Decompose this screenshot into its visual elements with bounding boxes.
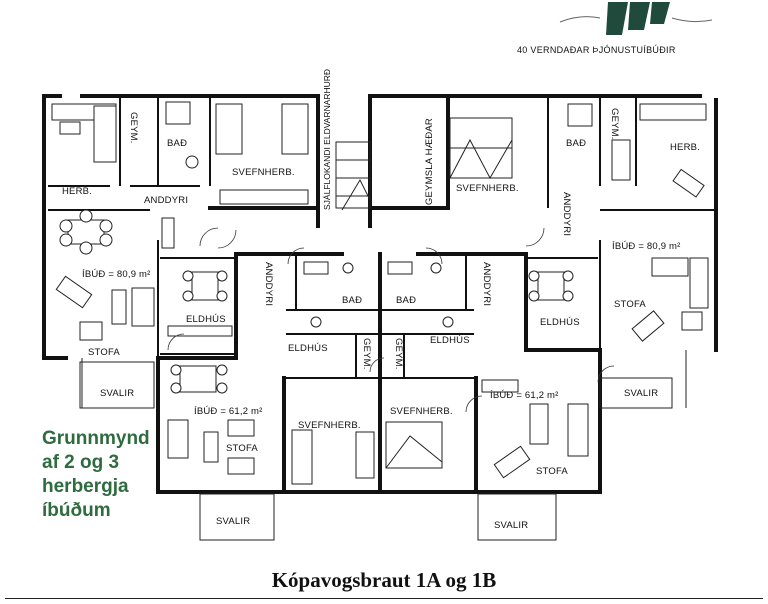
stairs-right (449, 117, 513, 180)
room-label-eldhus-center-right: ELDHÚS (430, 335, 470, 346)
legend-line-2: af 2 og 3 (42, 452, 119, 473)
brand-text: 40 VERNDAÐAR ÞJÓNUSTUÍBÚÐIR (517, 45, 676, 55)
room-label-eldhus-left: ELDHÚS (186, 314, 226, 325)
caption-divider (5, 598, 763, 599)
room-label-svalir-right-mid: SVALIR (624, 388, 658, 399)
legend-line-1: Grunnmynd (42, 428, 150, 449)
legend: Grunnmynd af 2 og 3 herbergja íbúðum (42, 428, 150, 521)
balconies (79, 350, 687, 541)
corridor-label: SJÁLFLOKANDI ELDVARNARHURÐ (322, 69, 332, 210)
room-label-ibud-left-bottom: ÍBÚÐ = 61,2 m² (194, 406, 263, 417)
room-label-svefnherb-center-right: SVEFNHERB. (390, 406, 453, 417)
room-label-anddyri-center-left: ANDDYRI (263, 262, 274, 306)
room-label-eldhus-center-left: ELDHÚS (288, 343, 328, 354)
room-label-herb-left: HERB. (62, 186, 92, 197)
room-label-geym-center-left: GEYM. (361, 338, 372, 370)
room-label-geym-center-right: GEYM. (393, 338, 404, 370)
room-label-svefnherb-right-top: SVEFNHERB. (456, 183, 519, 194)
room-label-stofa-center-right: STOFA (536, 466, 568, 477)
brand-logo (559, 2, 713, 35)
room-label-geym-right-top: GEYM. (609, 108, 620, 140)
room-label-svefnherb-center-left: SVEFNHERB. (298, 420, 361, 431)
door-swings (167, 227, 615, 413)
room-label-stofa-left: STOFA (88, 347, 120, 358)
stairs-bottom (385, 421, 443, 469)
room-label-geym-left: GEYM. (128, 112, 139, 144)
page-caption: Kópavogsbraut 1A og 1B (271, 568, 497, 592)
room-label-eldhus-right: ELDHÚS (540, 317, 580, 328)
room-label-ibud-right-bottom: ÍBÚÐ = 61,2 m² (490, 390, 559, 401)
interior-walls (48, 96, 714, 379)
legend-line-4: íbúðum (42, 500, 111, 521)
room-label-bad-center-left: BAÐ (342, 295, 362, 306)
room-label-geymsla-haedar: GEYMSLA HÆÐAR (424, 118, 435, 205)
room-label-svalir-left-mid: SVALIR (100, 388, 134, 399)
room-label-bad-center-right: BAÐ (396, 295, 416, 306)
room-label-stofa-right: STOFA (614, 299, 646, 310)
room-label-svalir-right-bottom: SVALIR (494, 520, 528, 531)
room-label-bad-right-top: BAÐ (566, 138, 586, 149)
legend-line-3: herbergja (42, 476, 129, 497)
room-label-bad-left: BAÐ (167, 138, 187, 149)
furniture (51, 101, 709, 485)
room-label-svalir-left-bottom: SVALIR (216, 516, 250, 527)
room-label-anddyri-left-top: ANDDYRI (144, 195, 188, 206)
room-labels: HERB. GEYM. BAÐ SVEFNHERB. ANDDYRI ÍBÚÐ … (62, 108, 700, 531)
stairs-left (335, 141, 371, 211)
room-label-herb-right: HERB. (670, 142, 700, 153)
room-label-stofa-center-left: STOFA (226, 443, 258, 454)
room-label-svefnherb-left-top: SVEFNHERB. (232, 167, 295, 178)
room-label-anddyri-right-top: ANDDYRI (561, 192, 572, 236)
room-label-ibud-right-top: ÍBÚÐ = 80,9 m² (612, 241, 681, 252)
room-label-ibud-left-top: ÍBÚÐ = 80,9 m² (82, 269, 151, 280)
room-label-anddyri-center-right: ANDDYRI (481, 262, 492, 306)
